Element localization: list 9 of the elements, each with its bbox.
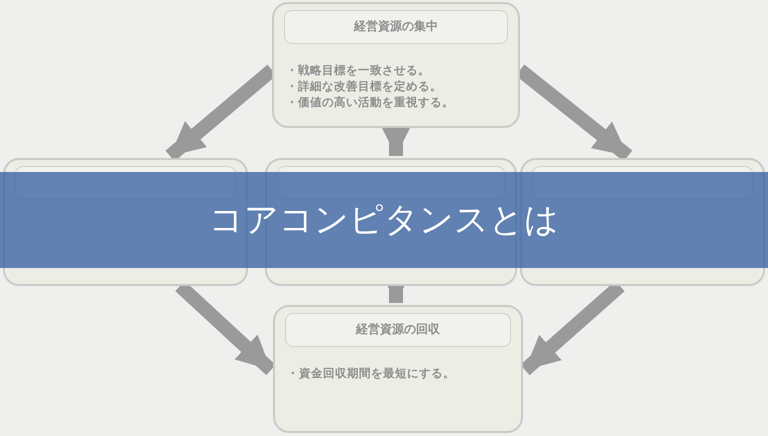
process-box — [272, 2, 520, 128]
bullet-text: ・価値の高い活動を重視する。 — [286, 94, 455, 110]
title-overlay: コアコンピタンスとは — [0, 172, 768, 268]
bullet-text: ・戦略目標を一致させる。 — [286, 62, 431, 78]
box-heading: 経営資源の回収 — [285, 313, 511, 347]
bullet-text: ・資金回収期間を最短にする。 — [287, 365, 456, 381]
bullet-text: ・詳細な改善目標を定める。 — [286, 78, 443, 94]
box-heading: 経営資源の集中 — [284, 10, 508, 44]
process-box — [273, 305, 523, 433]
